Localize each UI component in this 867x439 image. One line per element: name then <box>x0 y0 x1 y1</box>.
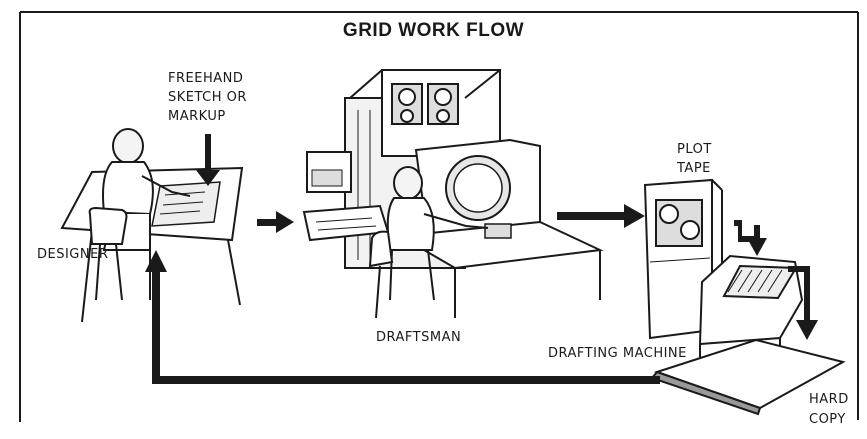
computer-console-illustration <box>304 70 600 318</box>
label-freehand: FREEHAND <box>168 71 243 87</box>
label-tape: TAPE <box>677 161 711 177</box>
label-sketch-or: SKETCH OR <box>168 90 247 106</box>
label-designer: DESIGNER <box>37 247 108 263</box>
label-draftsman: DRAFTSMAN <box>376 330 461 346</box>
diagram-title: GRID WORK FLOW <box>0 20 867 42</box>
arrow-markup-down <box>205 134 211 176</box>
arrow-draftsman-to-plotter <box>557 212 627 220</box>
arrow-feedback-loop <box>152 376 660 384</box>
label-markup: MARKUP <box>168 109 226 125</box>
label-plot: PLOT <box>677 142 712 158</box>
label-hard: HARD <box>809 392 849 408</box>
label-copy: COPY <box>809 412 846 428</box>
arrow-designer-to-draftsman <box>257 219 279 226</box>
label-drafting-machine: DRAFTING MACHINE <box>548 346 687 362</box>
